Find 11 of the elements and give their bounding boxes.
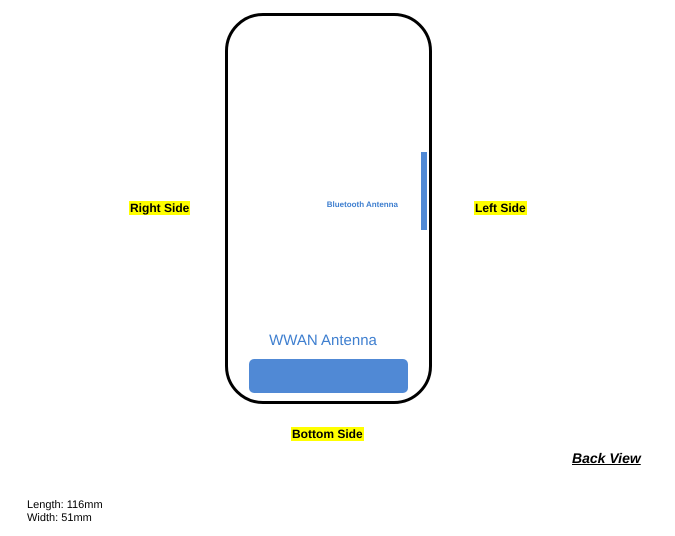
phone-outline xyxy=(225,13,432,404)
antenna-label: Bluetooth Antenna xyxy=(326,200,398,209)
antenna-bar xyxy=(249,359,408,393)
antenna-bar xyxy=(421,152,427,230)
antenna-label: WWAN Antenna xyxy=(268,332,378,349)
side-label: Bottom Side xyxy=(291,427,364,441)
dimension-note: Width: 51mm xyxy=(27,512,92,524)
side-label: Right Side xyxy=(129,201,190,215)
side-label: Left Side xyxy=(474,201,527,215)
dimension-note: Length: 116mm xyxy=(27,499,103,511)
view-label: Back View xyxy=(572,450,641,466)
